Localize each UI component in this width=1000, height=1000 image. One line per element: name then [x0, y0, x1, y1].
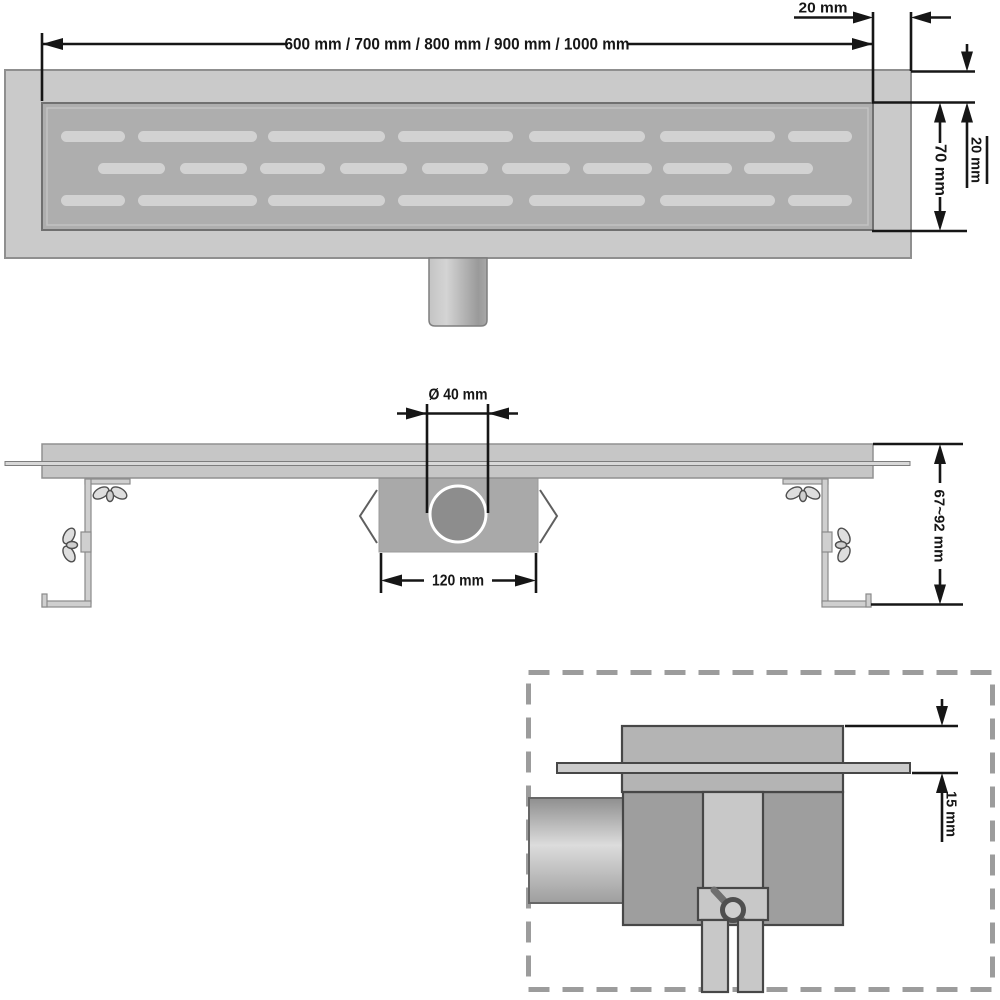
end-cap-dimension-label: 20 mm	[799, 0, 848, 17]
right-clip-chevron	[539, 489, 559, 544]
arrowhead	[406, 407, 427, 420]
grate-slots	[61, 131, 852, 206]
arrowhead	[934, 102, 946, 123]
grate-slot	[268, 195, 385, 206]
length-dimension	[40, 12, 875, 102]
bracket-foot-upturn	[865, 593, 872, 608]
arrowhead	[936, 706, 948, 726]
wing-nut	[834, 525, 854, 565]
left-bracket	[41, 478, 131, 608]
end-cap-dimension	[794, 11, 951, 71]
detail-leg	[736, 918, 765, 994]
detail-center-channel	[701, 790, 765, 891]
wing-nut	[783, 483, 823, 503]
grate-slot	[260, 163, 325, 174]
outlet-hole	[428, 484, 488, 544]
left-clip-chevron	[358, 489, 378, 544]
arrowhead	[42, 38, 63, 50]
detail-view	[526, 670, 995, 994]
length-dimension-label: 600 mm / 700 mm / 800 mm / 900 mm / 1000…	[285, 35, 630, 54]
arrowhead	[936, 773, 948, 793]
install-height-label: 67~92 mm	[931, 490, 948, 563]
grate-slot	[61, 195, 125, 206]
outlet-diameter-label: Ø 40 mm	[429, 387, 488, 404]
bracket-plate	[821, 531, 833, 553]
grate-slot	[660, 195, 775, 206]
arrowhead	[488, 407, 509, 420]
wing-nut	[90, 483, 130, 503]
detail-leg	[700, 918, 730, 994]
arrowhead	[853, 11, 873, 24]
right-bracket	[782, 478, 872, 608]
wing-nut	[59, 525, 79, 565]
arrowhead	[381, 574, 402, 587]
detail-outlet-pipe	[528, 797, 624, 904]
detail-bolt-ring	[720, 897, 746, 923]
arrowhead	[934, 211, 946, 231]
bracket-hook	[84, 478, 131, 485]
outlet-diameter-dimension	[397, 404, 518, 513]
top-view	[4, 69, 912, 327]
detail-upper-block	[620, 724, 845, 794]
grate-slot	[138, 131, 257, 142]
outlet-pipe-top	[428, 257, 488, 327]
arrowhead	[852, 38, 873, 50]
grate-slot	[502, 163, 570, 174]
flange-strip	[4, 461, 911, 466]
side-view	[4, 443, 911, 608]
grate-slot	[268, 131, 385, 142]
arrowhead	[934, 584, 946, 605]
grate-slot	[398, 195, 513, 206]
grate-slot	[529, 195, 645, 206]
arrowhead	[961, 102, 973, 123]
grate-slot	[340, 163, 407, 174]
arrowhead	[515, 574, 536, 587]
grate-slot	[744, 163, 813, 174]
grate-slot	[98, 163, 165, 174]
grate-inner-frame	[46, 107, 869, 226]
rim-depth-dimension-label: 20 mm	[968, 137, 985, 183]
arrowhead	[961, 51, 973, 72]
grate-slot	[138, 195, 257, 206]
arrowhead	[934, 444, 946, 464]
flange-height-dimension	[845, 699, 958, 842]
rim-depth-dimension	[872, 44, 989, 188]
bracket-plate	[80, 531, 92, 553]
grate-slot	[398, 131, 513, 142]
bracket-foot	[821, 600, 872, 608]
flange-height-label: 15 mm	[943, 791, 960, 837]
grate-slot	[663, 163, 732, 174]
bracket-foot	[41, 600, 92, 608]
install-height-dimension	[871, 442, 963, 606]
trap-width-label: 120 mm	[432, 573, 484, 590]
arrowhead	[911, 11, 931, 24]
grate-slot	[529, 131, 645, 142]
trap-width-dimension	[379, 553, 538, 593]
grate-slot	[660, 131, 775, 142]
grate-slot	[180, 163, 247, 174]
grate-slot	[61, 131, 125, 142]
grate-width-dimension	[872, 102, 967, 233]
grate-slot	[788, 195, 852, 206]
grate-width-dimension-label: 70 mm	[932, 144, 949, 196]
grate-slot	[422, 163, 488, 174]
detail-flange-plate	[556, 762, 911, 774]
bracket-hook	[782, 478, 829, 485]
bracket-foot-upturn	[41, 593, 48, 608]
grate-slot	[788, 131, 852, 142]
grate-slot	[583, 163, 652, 174]
